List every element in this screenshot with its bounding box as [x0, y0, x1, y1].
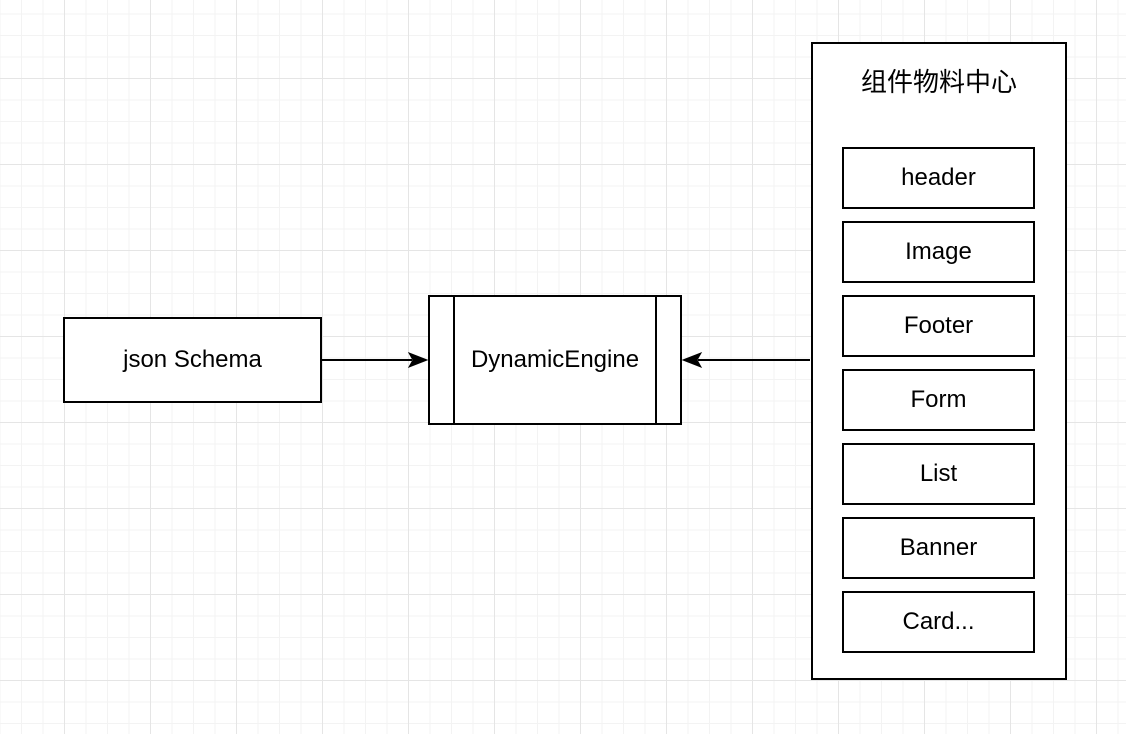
materials-center-title: 组件物料中心 [860, 67, 1017, 97]
material-item-header: header [842, 147, 1035, 209]
material-item-banner: Banner [842, 517, 1035, 579]
node-json-schema: json Schema [63, 317, 322, 403]
materials-list: header Image Footer Form List Banner Car… [842, 147, 1035, 665]
material-item-label: Footer [903, 312, 974, 339]
process-bar-right-icon [655, 297, 657, 423]
material-item-label: List [919, 460, 958, 487]
material-item-label: Form [910, 386, 967, 413]
material-item-image: Image [842, 221, 1035, 283]
process-bar-left-icon [453, 297, 455, 423]
node-materials-center: 组件物料中心 header Image Footer Form List Ban… [811, 42, 1067, 680]
node-dynamic-engine: DynamicEngine [428, 295, 682, 425]
material-item-label: Banner [899, 534, 978, 561]
material-item-footer: Footer [842, 295, 1035, 357]
material-item-card: Card... [842, 591, 1035, 653]
node-json-schema-label: json Schema [123, 345, 262, 373]
arrow-json-schema-to-dynamic-engine [322, 352, 429, 368]
material-item-list: List [842, 443, 1035, 505]
material-item-form: Form [842, 369, 1035, 431]
node-dynamic-engine-label: DynamicEngine [470, 345, 640, 373]
material-item-label: Image [905, 238, 972, 265]
material-item-label: header [901, 164, 976, 191]
material-item-label: Card... [902, 608, 975, 635]
arrow-materials-to-dynamic-engine [681, 352, 810, 368]
